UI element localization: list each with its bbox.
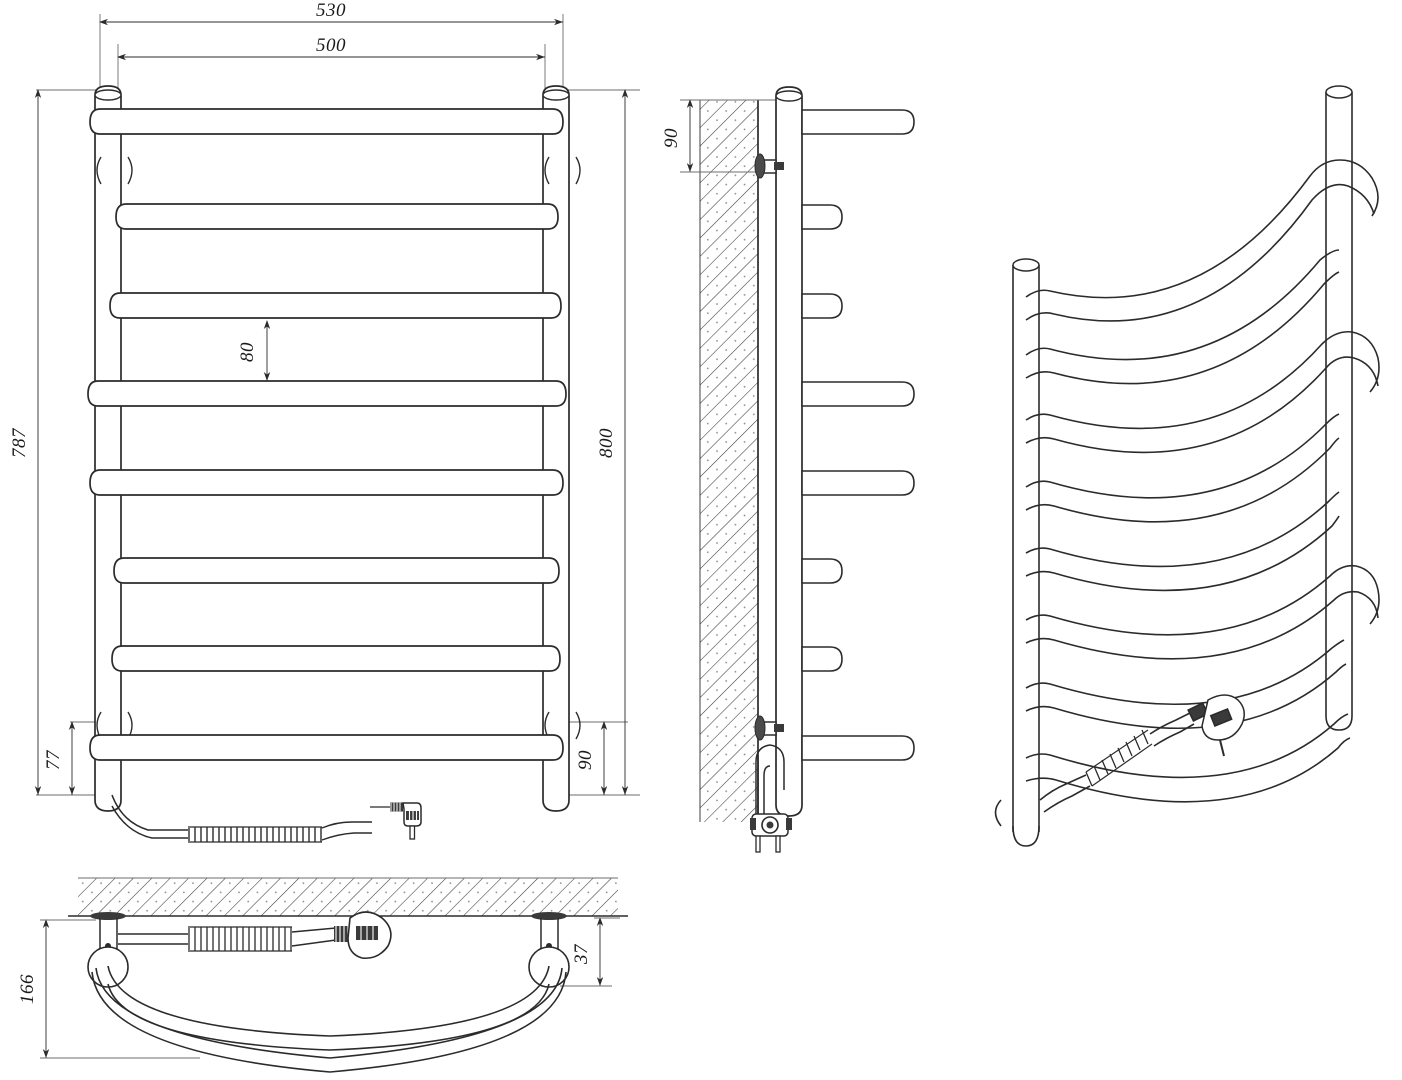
side-rung-2 (801, 204, 843, 230)
front-rung-7 (111, 645, 561, 672)
front-right-post (542, 85, 570, 812)
iso-rung-6b (1025, 590, 1379, 660)
dim-overall-width-530: 530 (99, 0, 563, 26)
front-rung-4 (87, 380, 567, 407)
iso-rung-3 (1025, 330, 1380, 430)
iso-rung-5b (1025, 515, 1340, 592)
top-plan-view: 166 37 (17, 877, 628, 1073)
iso-rung-2 (1025, 249, 1340, 361)
dim-label-77: 77 (43, 749, 64, 770)
front-rung-1 (89, 108, 564, 135)
dim-label-500: 500 (316, 35, 346, 56)
iso-rung-3b (1025, 356, 1379, 454)
isometric-3d-view (994, 85, 1380, 847)
iso-rear-post (1325, 85, 1353, 700)
top-arc-2b (91, 971, 567, 1073)
front-rung-2 (115, 203, 559, 230)
front-rung-5 (89, 469, 564, 496)
side-rung-7 (801, 646, 843, 672)
front-rung-6 (113, 557, 560, 584)
dim-label-80: 80 (237, 342, 258, 362)
side-wall (699, 100, 759, 822)
side-section-view: 90 (661, 86, 915, 853)
front-elevation-view: 530 500 787 77 800 90 80 (9, 0, 640, 843)
dim-label-787: 787 (9, 427, 30, 458)
side-wall-bracket-top (754, 153, 784, 179)
front-power-cord (111, 794, 188, 839)
iso-rung-1 (1025, 159, 1379, 299)
dim-label-530: 530 (316, 0, 346, 21)
iso-rung-4b (1025, 437, 1340, 523)
front-rung-3 (109, 292, 562, 319)
top-plug (334, 911, 392, 960)
iso-rung-8b (1025, 737, 1351, 803)
front-rungs (87, 108, 567, 761)
iso-plug (1187, 694, 1245, 757)
top-arc-2 (95, 967, 563, 1059)
dim-depth-166: 166 (17, 919, 200, 1059)
front-cord-tail (321, 821, 372, 841)
dim-rung-pitch-80: 80 (237, 320, 271, 381)
top-wall-hatch (68, 877, 628, 917)
side-rung-6 (801, 558, 843, 584)
side-rung-4 (801, 381, 915, 407)
iso-power-cord (1039, 711, 1195, 813)
dim-top-bracket-90: 90 (661, 99, 790, 173)
side-connection-block (750, 813, 792, 853)
iso-rungs (1025, 159, 1380, 803)
iso-rung-1b (1025, 183, 1375, 322)
dim-bottom-bracket-90: 90 (575, 721, 608, 795)
top-rung-arcs (91, 965, 567, 1073)
dim-label-166: 166 (17, 974, 38, 1004)
top-right-mount (528, 912, 570, 988)
dim-bottom-offset-77: 77 (43, 721, 76, 795)
front-cord-coil (188, 826, 322, 843)
top-arc-1 (107, 965, 550, 1037)
side-rung-1 (801, 109, 915, 135)
side-rung-5 (801, 470, 915, 496)
front-bracket-markers (96, 156, 581, 740)
dim-label-90-bottom: 90 (575, 750, 596, 770)
front-left-post (94, 85, 122, 812)
dim-mounting-height-800: 800 (596, 89, 629, 795)
side-rung-3 (801, 293, 843, 319)
iso-rung-4 (1025, 413, 1340, 499)
iso-rung-8 (1025, 713, 1349, 779)
side-rung-8 (801, 735, 915, 761)
side-vertical-post (775, 86, 803, 817)
dim-label-37: 37 (571, 943, 592, 965)
dim-inner-width-500: 500 (117, 35, 545, 61)
side-rungs (801, 109, 915, 761)
dim-total-height-787: 787 (9, 89, 42, 795)
top-power-cord (118, 926, 337, 952)
iso-rung-2b (1025, 271, 1340, 385)
side-wall-bracket-bottom (754, 715, 784, 741)
dim-wall-gap-37: 37 (560, 917, 620, 987)
iso-rear-post-lower (1325, 700, 1353, 731)
front-rung-8 (89, 734, 564, 761)
dim-label-800: 800 (596, 428, 617, 458)
dim-label-90-top: 90 (661, 128, 682, 148)
iso-rung-6 (1025, 564, 1380, 636)
iso-rung-5 (1025, 491, 1340, 568)
